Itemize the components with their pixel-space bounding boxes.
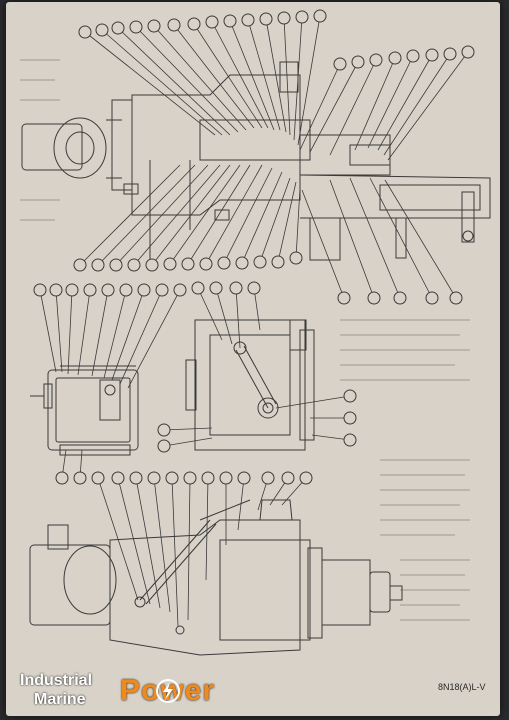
logo-line-industrial: Industrial: [20, 672, 93, 689]
top-assembly: [21, 61, 491, 261]
paper-sheet: [6, 2, 500, 716]
middle-right-assembly: [185, 319, 315, 451]
logo-line-marine: Marine: [34, 691, 86, 708]
middle-left-assembly: [30, 365, 139, 456]
top-callouts: [78, 9, 475, 161]
lightning-bolt-icon: [156, 679, 180, 703]
brand-logo: Industrial Marine Power: [20, 670, 260, 714]
ghost-text: [20, 59, 470, 621]
bottom-assembly: [29, 499, 403, 656]
middle-right-callouts: [157, 281, 357, 453]
middle-left-callouts: [33, 283, 187, 485]
mid-callouts: [73, 164, 463, 305]
bottom-callouts: [91, 471, 313, 627]
document-code: 8N18(A)L-V: [438, 682, 486, 692]
